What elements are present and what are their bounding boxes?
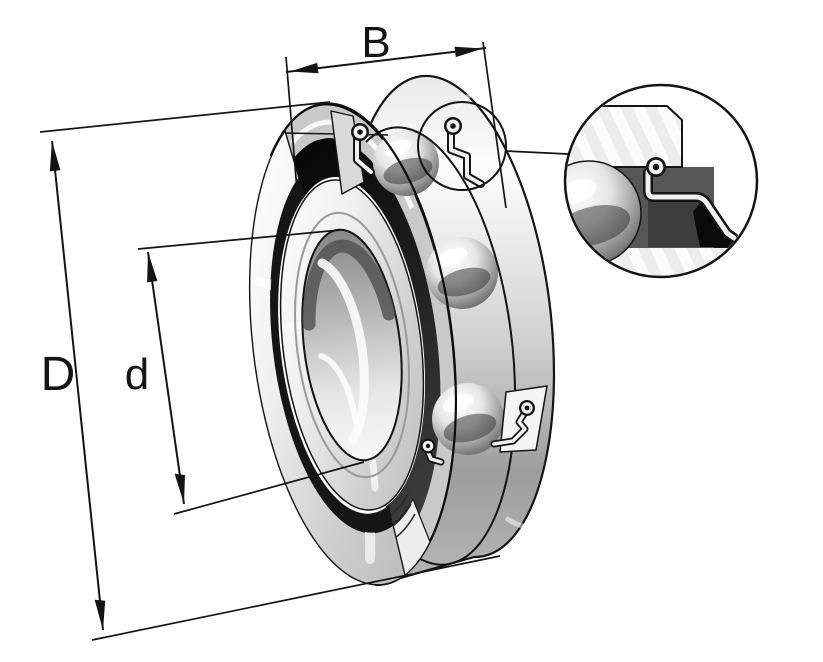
- width-label: B: [361, 18, 390, 67]
- callout-leader-line: [504, 150, 569, 155]
- extension-line: [482, 41, 507, 209]
- bore: [301, 228, 403, 462]
- extension-line: [91, 555, 501, 641]
- seal-section-bottom-left: [420, 438, 445, 466]
- dimension-width: B: [285, 18, 507, 209]
- ball-middle: [426, 237, 498, 309]
- seal-section-bottom-right: [490, 400, 535, 448]
- seal-section-top-right: [444, 117, 485, 188]
- arrowhead: [174, 473, 185, 504]
- dimension-line: [147, 251, 185, 505]
- detail-seal-strip: [643, 157, 739, 243]
- outer-diameter-label: D: [41, 348, 76, 401]
- callout-source-circle: [417, 101, 507, 191]
- dimension-bore-diameter: d: [125, 229, 365, 515]
- extension-line: [285, 56, 298, 191]
- mid-cut-rim: [365, 126, 517, 566]
- dimension-line: [51, 140, 104, 631]
- extension-line: [173, 461, 365, 515]
- extension-line: [39, 101, 331, 133]
- bore-chamfer-line: [294, 211, 410, 479]
- extension-line: [137, 229, 341, 250]
- outer-surface-highlight: [453, 87, 607, 531]
- arrowhead: [290, 62, 319, 74]
- far-raceway-wall: [282, 105, 455, 576]
- seal-section-top-left: [330, 110, 375, 195]
- seal-front-groove: [270, 178, 393, 533]
- arrowhead: [147, 252, 158, 283]
- dimension-outer-diameter: D: [39, 101, 501, 641]
- arrowhead: [94, 599, 106, 630]
- ball-bottom: [432, 383, 504, 455]
- bore-diameter-label: d: [125, 350, 149, 399]
- bearing-illustration: [248, 74, 607, 587]
- arrowhead: [49, 141, 61, 172]
- detail-view: [563, 83, 759, 279]
- detail-callout: [417, 83, 759, 279]
- front-cut-rim: [281, 102, 457, 578]
- dimension-line: [285, 47, 487, 73]
- detail-view-border: [563, 83, 759, 279]
- detail-ball: [566, 160, 642, 266]
- arrowhead: [454, 46, 483, 58]
